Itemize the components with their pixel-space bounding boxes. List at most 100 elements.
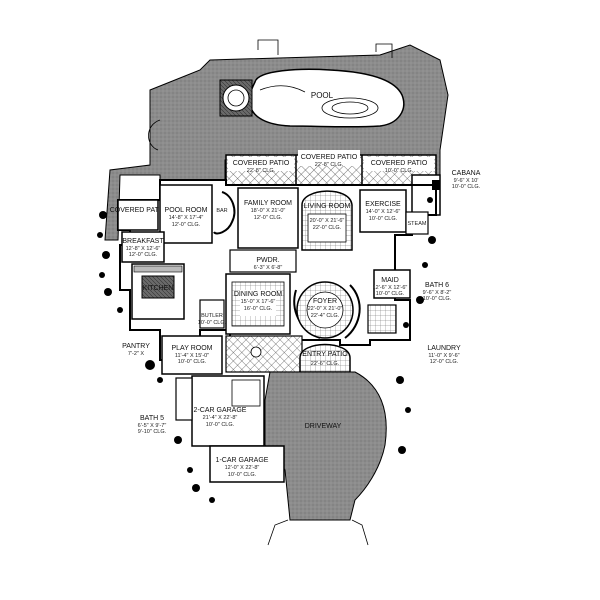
driveway-curb-left <box>267 519 289 546</box>
front-porch <box>225 335 303 373</box>
play-room-label: PLAY ROOM <box>172 345 213 352</box>
steam-label: STEAM <box>408 221 427 227</box>
living-room-dims: 20'-0" X 21'-6" <box>310 218 345 224</box>
garage2-label: 2-CAR GARAGE <box>194 407 247 414</box>
maid-label: MAID <box>381 277 399 284</box>
kitchen-counter <box>133 265 183 273</box>
exercise-dims: 14'-0" X 12'-6" <box>366 209 401 215</box>
covered-patio-west <box>117 199 159 231</box>
kitchen-island <box>141 275 175 299</box>
covered-patio-center-clg: 22'-8" CLG. <box>315 162 344 168</box>
pwdr-label: PWDR. <box>256 257 279 264</box>
entry-patio-clg: 22'-6" CLG. <box>311 361 340 367</box>
pool-step-line <box>259 85 306 93</box>
bath5-dims: 6'-5" X 9'-7" <box>138 423 167 429</box>
laundry-dims: 11'-0" X 9'-6" <box>428 353 459 359</box>
entry-patio <box>299 343 351 373</box>
bath5-clg: 9'-10" CLG. <box>138 429 167 435</box>
dining-room-clg: 16'-0" CLG. <box>244 306 273 312</box>
steam-room <box>405 211 429 235</box>
pool-ripple-inner <box>331 101 369 115</box>
living-room-label: LIVING ROOM <box>304 203 351 210</box>
exercise-clg: 10'-0" CLG. <box>369 216 398 222</box>
pool-ripple <box>321 97 379 119</box>
kitchen-label: KITCHEN <box>143 285 174 292</box>
bar-counter <box>213 191 236 235</box>
bar-label: BAR <box>216 208 227 214</box>
dining-room-dims: 15'-0" X 17'-6" <box>241 299 276 305</box>
covered-patio-west-label: COVERED PATIO <box>110 207 167 214</box>
spa-basin <box>222 84 250 112</box>
driveway-label: DRIVEWAY <box>305 423 342 430</box>
breakfast-dims: 12'-8" X 12'-6" <box>126 246 161 252</box>
laundry-clg: 12'-0" CLG. <box>430 359 459 365</box>
breakfast-label: BREAKFAST <box>122 238 164 245</box>
driveway-paving <box>264 371 387 521</box>
garage2-dims: 21'-4" X 22'-8" <box>203 415 238 421</box>
garage1-dims: 12'-0" X 22'-8" <box>225 465 260 471</box>
foyer-clg: 22'-4" CLG. <box>311 313 340 319</box>
garage1-label: 1-CAR GARAGE <box>216 457 269 464</box>
pool-room <box>159 184 213 244</box>
bath6-room <box>367 304 397 334</box>
garage-storage <box>231 379 261 407</box>
butler-clg: 10'-0" CLG. <box>198 320 227 326</box>
powder-room <box>229 249 297 273</box>
entry-patio-label: ENTRY PATIO <box>302 351 348 358</box>
bath6-label: BATH 6 <box>425 282 449 289</box>
covered-patio-left-clg: 22'-8" CLG. <box>247 168 276 174</box>
pool-room-dims: 14'-8" X 17'-4" <box>169 215 204 221</box>
pool-room-label: POOL ROOM <box>165 207 208 214</box>
deck-curve-left <box>148 119 161 151</box>
bath6-clg: 10'-0" CLG. <box>423 296 452 302</box>
covered-patio-right-label: COVERED PATIO <box>371 160 428 167</box>
pool-room-clg: 12'-0" CLG. <box>172 222 201 228</box>
driveway-curb-right <box>351 519 369 546</box>
pantry-label: PANTRY <box>122 343 150 350</box>
bath5-label: BATH 5 <box>140 415 164 422</box>
covered-patio-left-label: COVERED PATIO <box>233 160 290 167</box>
foyer-label: FOYER <box>313 298 337 305</box>
stair-right <box>344 284 361 339</box>
cabana-label: CABANA <box>452 170 481 177</box>
covered-patio-right-clg: 10'-0" CLG. <box>385 168 414 174</box>
pool-label: POOL <box>311 91 334 100</box>
patio-left-label-bg <box>228 157 294 171</box>
exercise-label: EXERCISE <box>365 201 401 208</box>
family-room-clg: 12'-0" CLG. <box>254 215 283 221</box>
pwdr-dims: 6'-3" X 6'-8" <box>254 265 283 271</box>
bath6-dims: 9'-6" X 8'-2" <box>423 290 452 296</box>
covered-patio-center-label: COVERED PATIO <box>301 154 358 161</box>
garage2-clg: 10'-0" CLG. <box>206 422 235 428</box>
garage1-clg: 10'-0" CLG. <box>228 472 257 478</box>
butler-pantry <box>199 299 225 329</box>
pantry-dims: 7'-2" X <box>128 351 144 357</box>
play-room-dims: 11'-4" X 15'-0" <box>175 353 209 359</box>
spa-inner <box>227 89 245 107</box>
deck-step-left <box>257 39 279 55</box>
maid-dims: 12'-6" X 12'-6" <box>373 285 408 291</box>
play-room-clg: 10'-0" CLG. <box>178 359 207 365</box>
family-room-label: FAMILY ROOM <box>244 200 292 207</box>
living-room-clg: 22'-0" CLG. <box>313 225 342 231</box>
family-room <box>237 187 299 249</box>
landscaping-shrubs <box>97 197 436 503</box>
cabana-dims: 9'-6" X 10' <box>454 178 479 184</box>
one-car-garage <box>209 445 285 483</box>
dining-room-label: DINING ROOM <box>234 291 282 298</box>
family-room-dims: 18'-0" X 21'-0" <box>251 208 286 214</box>
exercise-room <box>359 189 407 233</box>
maid-clg: 10'-0" CLG. <box>376 291 405 297</box>
play-room <box>161 335 223 375</box>
breakfast-room <box>121 231 165 263</box>
cabana-clg: 10'-0" CLG. <box>452 184 481 190</box>
laundry-label: LAUNDRY <box>427 345 461 352</box>
butler-label: BUTLER <box>201 313 223 319</box>
porch-fountain <box>250 346 262 358</box>
breakfast-clg: 12'-0" CLG. <box>129 252 158 258</box>
bath5-room <box>175 377 193 421</box>
maid-room <box>373 269 411 299</box>
foyer-dims: 22'-0" X 21'-0" <box>308 306 343 312</box>
